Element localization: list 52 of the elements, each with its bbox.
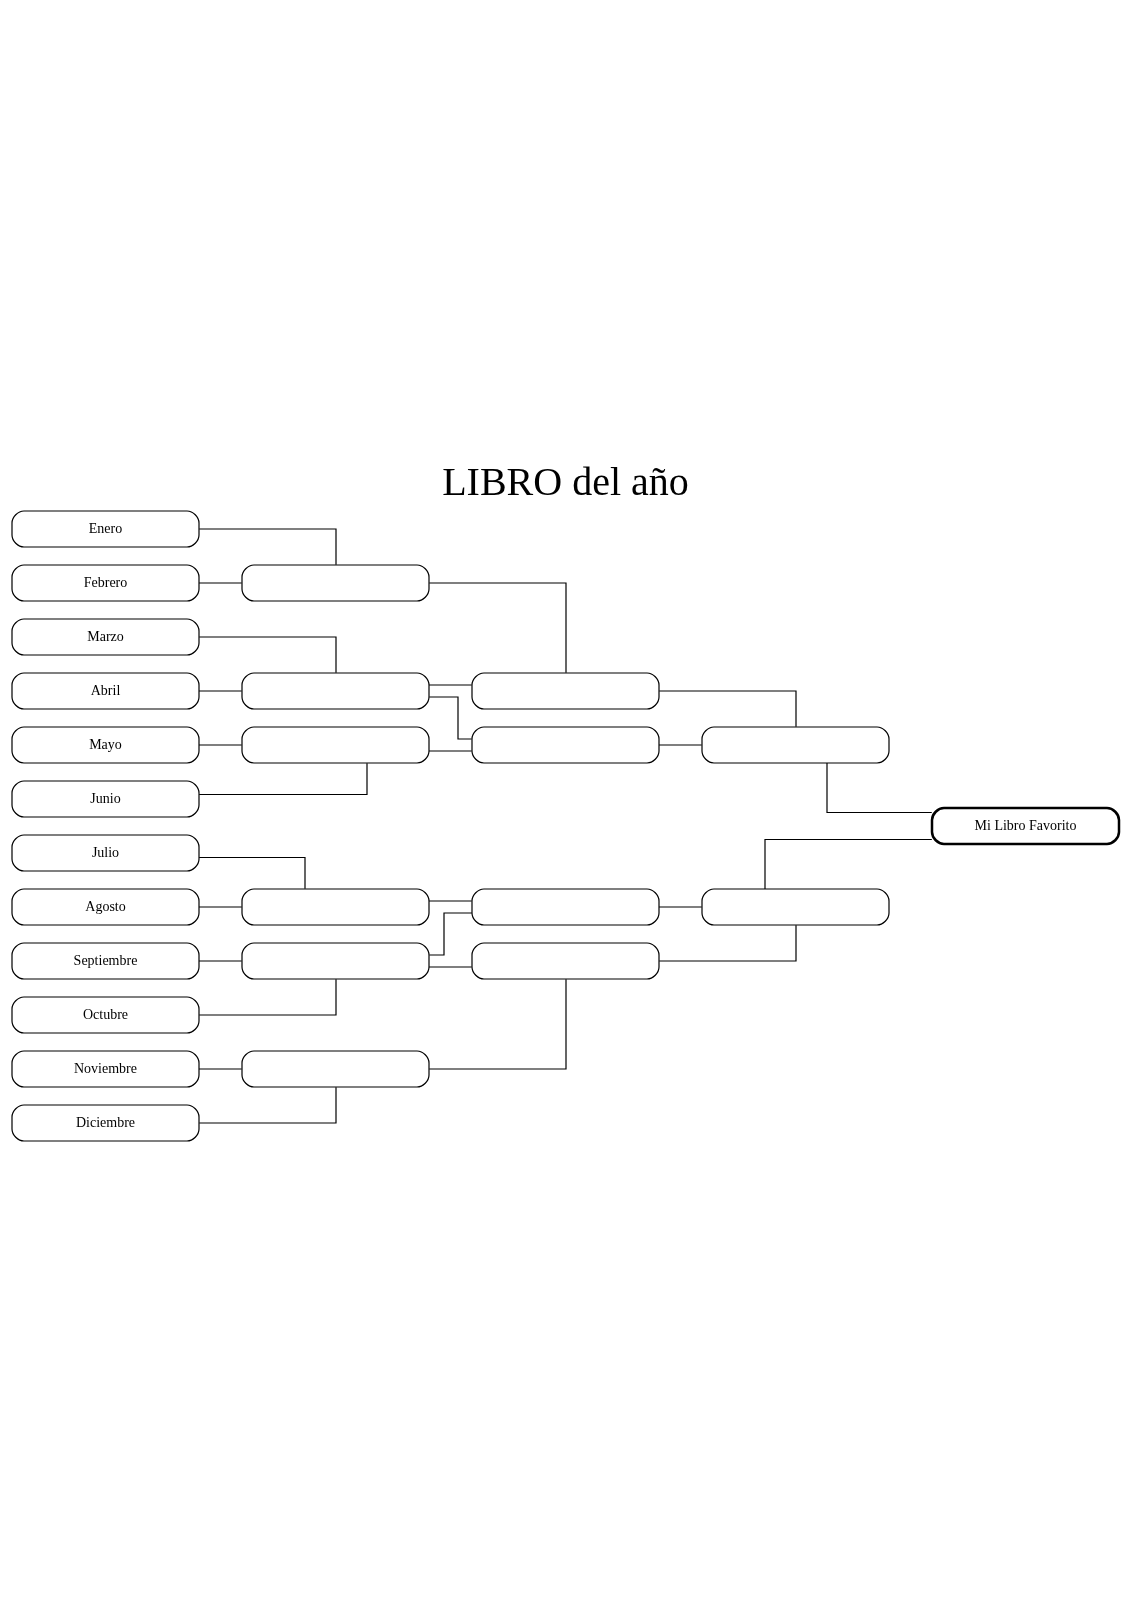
node-box: Octubre [11, 996, 200, 1034]
node-box [701, 888, 890, 926]
node-box [471, 672, 660, 710]
node-box [241, 672, 430, 710]
connector [198, 856, 306, 890]
connector [658, 690, 797, 728]
connector [658, 924, 797, 962]
node-box [241, 564, 430, 602]
node-box: Marzo [11, 618, 200, 656]
connector [198, 528, 337, 566]
node-box: Febrero [11, 564, 200, 602]
connector [428, 912, 473, 956]
node-box: Mayo [11, 726, 200, 764]
diagram-title: LIBRO del año [442, 459, 689, 504]
node-box: Julio [11, 834, 200, 872]
node-box: Enero [11, 510, 200, 548]
node-box [701, 726, 890, 764]
connector [198, 1068, 243, 1070]
node-box [241, 942, 430, 980]
connector [428, 900, 473, 902]
connector [428, 750, 473, 752]
node-box: Mi Libro Favorito [930, 806, 1121, 846]
connector [198, 762, 368, 796]
connector [198, 978, 337, 1016]
node-box: Agosto [11, 888, 200, 926]
node-box [471, 726, 660, 764]
node-box: Septiembre [11, 942, 200, 980]
connector [428, 978, 567, 1070]
connector [428, 696, 473, 740]
node-box: Junio [11, 780, 200, 818]
node-box [471, 888, 660, 926]
node-box [241, 1050, 430, 1088]
connector [198, 906, 243, 908]
node-box: Noviembre [11, 1050, 200, 1088]
connector [198, 582, 243, 584]
connector [428, 684, 473, 686]
connector [198, 744, 243, 746]
connector [198, 1086, 337, 1124]
node-box [241, 726, 430, 764]
connector [198, 960, 243, 962]
connector [428, 966, 473, 968]
node-box: Abril [11, 672, 200, 710]
connector [658, 744, 703, 746]
node-box [241, 888, 430, 926]
connector [658, 906, 703, 908]
connector [428, 582, 567, 674]
connector [198, 636, 337, 674]
node-box [471, 942, 660, 980]
node-box: Diciembre [11, 1104, 200, 1142]
connector [764, 838, 933, 890]
connector [198, 690, 243, 692]
connector [826, 762, 933, 814]
